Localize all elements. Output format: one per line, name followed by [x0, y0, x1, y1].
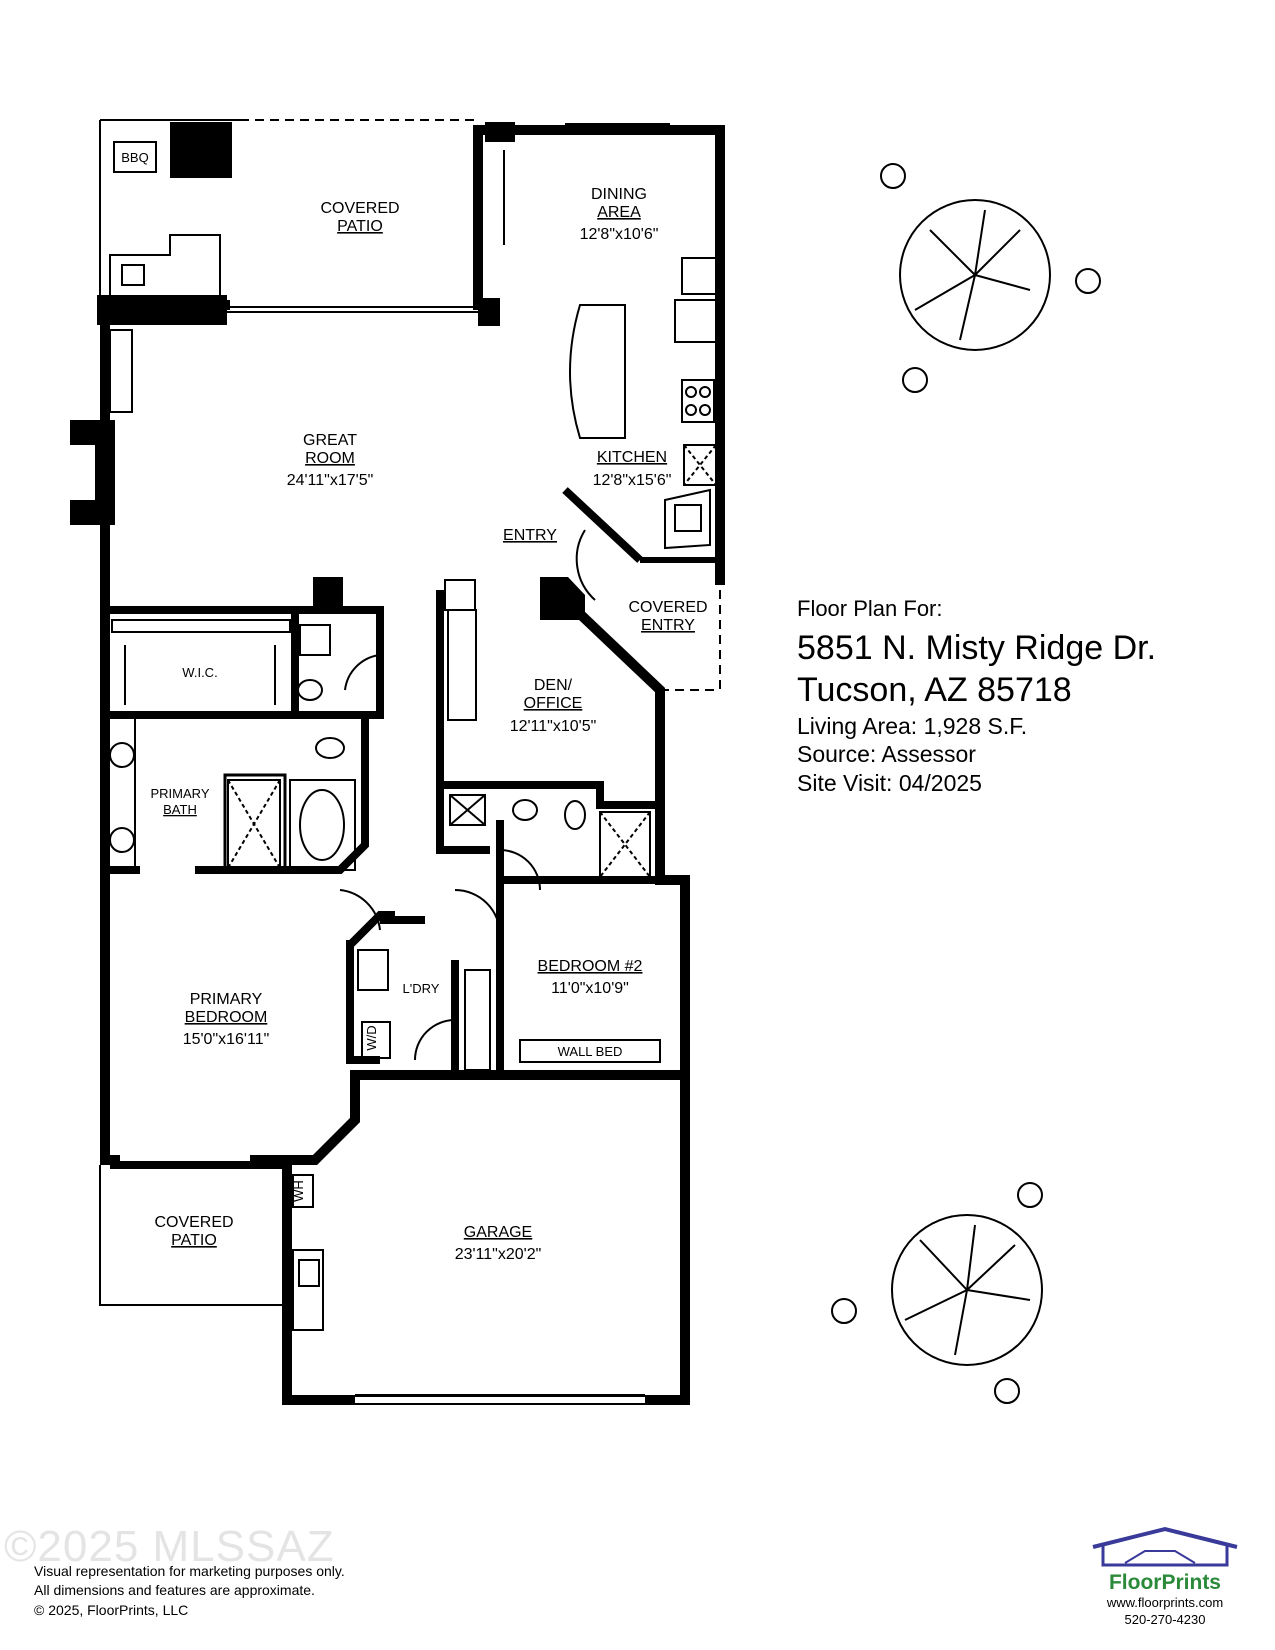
wall-bed-label: WALL BED — [558, 1044, 623, 1059]
floor-plan-for-label: Floor Plan For: — [797, 596, 943, 621]
den-label-2: OFFICE — [524, 695, 583, 712]
wic-label: W.I.C. — [182, 665, 217, 680]
kitchen-fixtures — [562, 257, 720, 601]
hall-fixtures — [292, 579, 687, 1403]
den-label: DEN/ — [534, 677, 573, 694]
patio-outlines — [99, 119, 721, 1306]
landscape-trees — [831, 163, 1101, 1404]
interior-walls — [101, 590, 660, 1169]
disclaimer-line-1: Visual representation for marketing purp… — [34, 1563, 345, 1579]
primary-bedroom-label: PRIMARY — [190, 991, 263, 1008]
primary-bedroom-dim: 15'0"x16'11" — [183, 1031, 270, 1048]
bedroom2-label: BEDROOM #2 — [538, 958, 643, 975]
phone: 520-270-4230 — [1124, 1611, 1206, 1627]
bath-fixtures — [109, 619, 381, 871]
covered-patio-top-label: COVERED — [320, 200, 399, 217]
covered-patio-bottom-label: COVERED — [154, 1214, 233, 1231]
living-area: Living Area: 1,928 S.F. — [797, 712, 1028, 739]
garage-dim: 23'11"x20'2" — [455, 1246, 542, 1263]
great-room-dim: 24'11"x17'5" — [287, 472, 374, 489]
source: Source: Assessor — [797, 741, 976, 768]
property-info: Floor Plan For: 5851 N. Misty Ridge Dr. … — [797, 595, 1156, 798]
room-labels: COVERED PATIO DINING AREA 12'8"x10'6" GR… — [121, 150, 707, 1263]
mls-watermark: ©2025 MLSSAZ — [4, 1522, 335, 1571]
wd-label: W/D — [364, 1025, 379, 1050]
solid-wall-blocks — [70, 122, 585, 620]
kitchen-dim: 12'8"x15'6" — [593, 472, 672, 489]
dining-label: DINING — [591, 186, 647, 203]
water-heater-label: WH — [291, 1180, 306, 1202]
great-room-label-2: ROOM — [305, 450, 355, 467]
house-roof-icon — [1092, 1526, 1238, 1567]
dining-label-2: AREA — [597, 204, 641, 221]
bedroom2-dim: 11'0"x10'9" — [551, 980, 629, 997]
great-room-label: GREAT — [303, 432, 357, 449]
floorprints-logo: FloorPrints www.floorprints.com 520-270-… — [1085, 1525, 1245, 1629]
brand-name: FloorPrints — [1108, 1571, 1221, 1594]
kitchen-label: KITCHEN — [597, 449, 667, 466]
covered-entry-label-2: ENTRY — [641, 617, 695, 634]
disclaimer: Visual representation for marketing purp… — [34, 1562, 345, 1620]
disclaimer-line-2: All dimensions and features are approxim… — [34, 1582, 315, 1599]
disclaimer-line-3: © 2025, FloorPrints, LLC — [34, 1601, 189, 1618]
bbq-label: BBQ — [121, 150, 148, 165]
covered-entry-label: COVERED — [628, 599, 707, 616]
primary-bath-label-2: BATH — [163, 802, 197, 817]
covered-patio-bottom-label-2: PATIO — [171, 1232, 217, 1249]
den-dim: 12'11"x10'5" — [510, 718, 597, 735]
garage-label: GARAGE — [464, 1224, 532, 1241]
address-line-2: Tucson, AZ 85718 — [797, 671, 1072, 709]
primary-bedroom-label-2: BEDROOM — [185, 1009, 268, 1026]
entry-label: ENTRY — [503, 527, 557, 544]
covered-patio-top-label-2: PATIO — [337, 218, 383, 235]
website: www.floorprints.com — [1106, 1595, 1224, 1610]
laundry-label: L'DRY — [403, 981, 440, 996]
primary-bath-label: PRIMARY — [151, 786, 210, 801]
address-line-1: 5851 N. Misty Ridge Dr. — [797, 628, 1157, 667]
site-visit: Site Visit: 04/2025 — [797, 770, 982, 796]
dining-dim: 12'8"x10'6" — [580, 226, 659, 243]
